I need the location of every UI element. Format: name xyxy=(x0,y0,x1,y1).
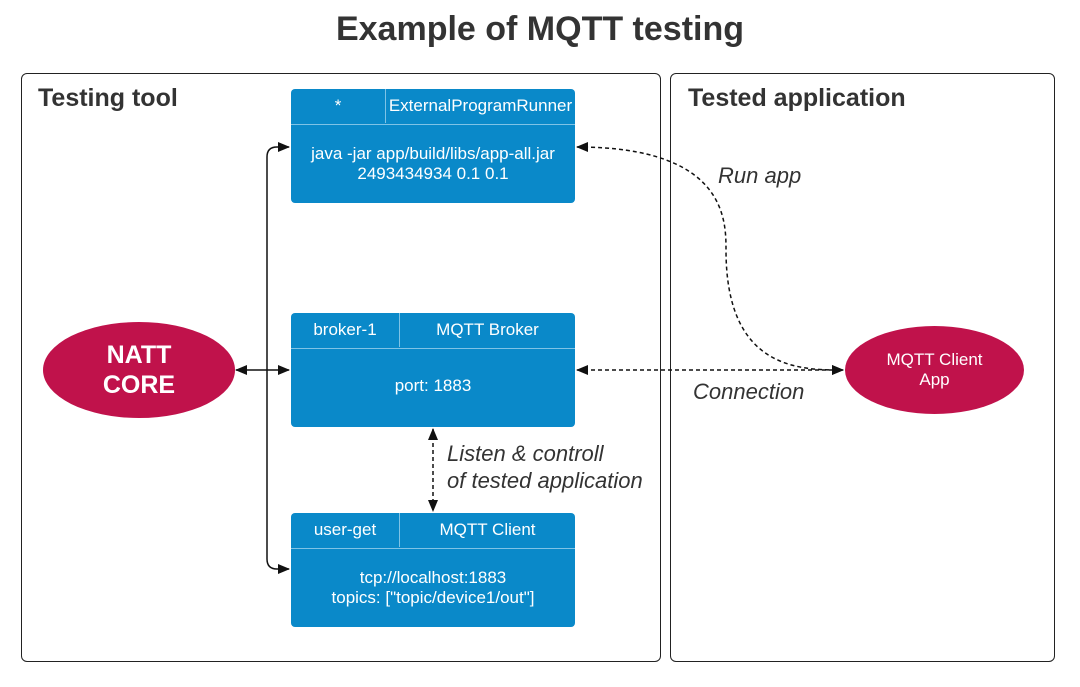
run-app-label: Run app xyxy=(718,163,802,188)
natt-core-line2: CORE xyxy=(102,371,176,399)
client-header: user-get MQTT Client xyxy=(291,513,575,549)
tested-application-label: Tested application xyxy=(688,84,906,112)
broker-header: broker-1 MQTT Broker xyxy=(291,313,575,349)
core-to-client-connector xyxy=(266,370,290,574)
runner-body: java -jar app/build/libs/app-all.jar 249… xyxy=(291,125,575,203)
runner-args: 2493434934 0.1 0.1 xyxy=(357,164,509,183)
mqtt-client-app-node: MQTT Client App xyxy=(845,326,1024,414)
run-app-connector xyxy=(576,142,844,375)
broker-port: port: 1883 xyxy=(394,376,472,395)
external-program-runner-node: * ExternalProgramRunner java -jar app/bu… xyxy=(291,89,575,203)
client-id: user-get xyxy=(291,513,400,547)
runner-type: ExternalProgramRunner xyxy=(388,96,573,115)
client-app-line1: MQTT Client xyxy=(886,350,983,369)
core-to-runner-connector xyxy=(266,142,290,370)
mqtt-client-node: user-get MQTT Client tcp://localhost:188… xyxy=(291,513,575,627)
runner-header: * ExternalProgramRunner xyxy=(291,89,575,125)
testing-tool-label: Testing tool xyxy=(38,84,178,112)
client-app-line2: App xyxy=(919,370,950,389)
broker-id: broker-1 xyxy=(291,313,400,347)
listen-label-line2: of tested application xyxy=(447,468,643,493)
runner-command: java -jar app/build/libs/app-all.jar xyxy=(311,144,555,163)
runner-id: * xyxy=(291,89,386,123)
client-type: MQTT Client xyxy=(439,520,536,539)
broker-body: port: 1883 xyxy=(291,349,575,423)
natt-core-node: NATT CORE xyxy=(43,322,235,418)
natt-core-line1: NATT xyxy=(106,341,172,369)
listen-label-line1: Listen & controll xyxy=(447,441,604,466)
broker-type: MQTT Broker xyxy=(436,320,539,339)
client-topics: topics: ["topic/device1/out"] xyxy=(331,588,535,607)
client-body: tcp://localhost:1883 topics: ["topic/dev… xyxy=(291,549,575,627)
mqtt-broker-node: broker-1 MQTT Broker port: 1883 xyxy=(291,313,575,427)
client-url: tcp://localhost:1883 xyxy=(359,568,507,587)
connection-label: Connection xyxy=(693,379,805,404)
diagram-title: Example of MQTT testing xyxy=(335,10,745,48)
